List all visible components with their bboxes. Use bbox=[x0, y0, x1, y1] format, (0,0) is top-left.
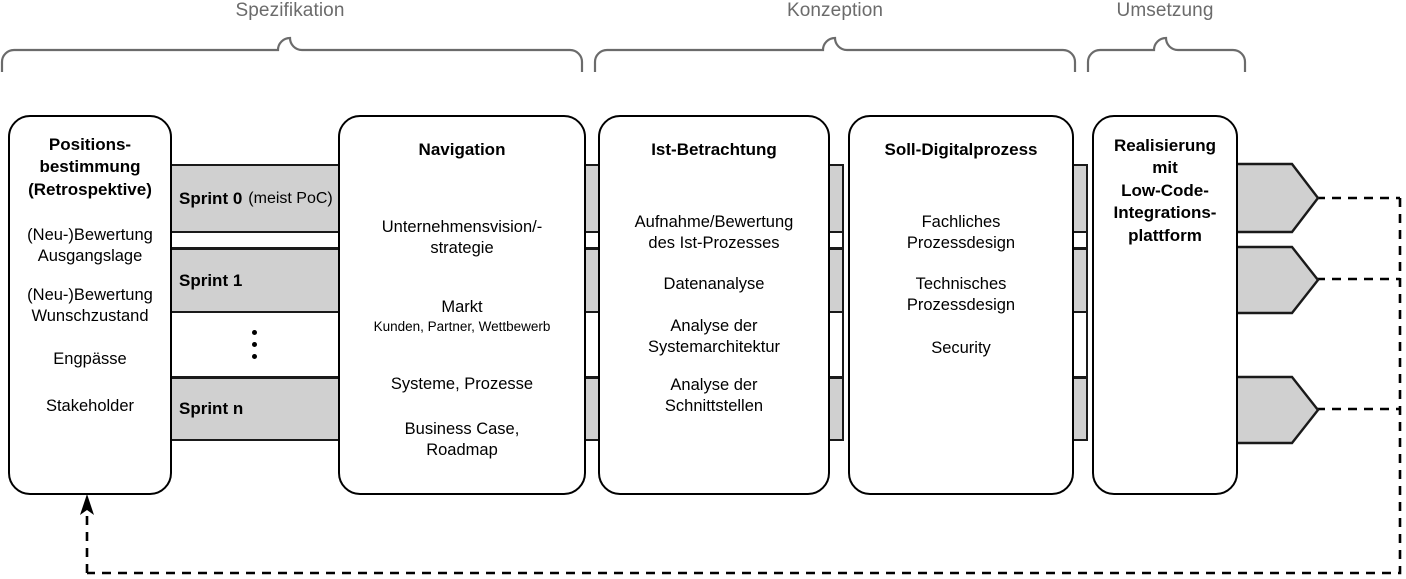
item-business-case-roadmap: Business Case, Roadmap bbox=[404, 420, 520, 460]
output-arrow-2 bbox=[1236, 375, 1320, 445]
vertical-ellipsis-icon bbox=[251, 330, 257, 359]
phase-box-soll-digitalprozess-title: Soll-Digitalprozess bbox=[884, 140, 1038, 159]
phase-box-soll-digitalprozess[interactable]: Soll-Digitalprozess Fachliches Prozessde… bbox=[848, 115, 1074, 495]
item-systeme-prozesse: Systeme, Prozesse bbox=[390, 375, 534, 394]
item-markt: Markt Kunden, Partner, Wettbewerb bbox=[340, 276, 584, 357]
sprint-row-1[interactable]: Sprint 1 bbox=[168, 248, 340, 313]
feedback-arrow-head bbox=[80, 494, 94, 515]
phase-box-ist-betrachtung[interactable]: Ist-Betrachtung Aufnahme/Bewertung des I… bbox=[598, 115, 830, 495]
phase-box-navigation-title: Navigation bbox=[418, 140, 506, 159]
phase-box-positionsbestimmung-items: (Neu-)Bewertung Ausgangslage (Neu-)Bewer… bbox=[10, 225, 170, 417]
sprint-ladder: Sprint 0 (meist PoC) Sprint 1 Sprint n bbox=[168, 155, 340, 455]
output-arrow-1 bbox=[1236, 245, 1320, 315]
item-analyse-schnittstellen: Analyse der Schnittstellen bbox=[664, 375, 764, 415]
phase-label-konzeption: Konzeption bbox=[786, 0, 884, 21]
sprint-row-n[interactable]: Sprint n bbox=[168, 377, 340, 441]
item-aufnahme-bewertung: Aufnahme/Bewertung des Ist-Prozesses bbox=[634, 213, 794, 253]
sprint-row-0[interactable]: Sprint 0 (meist PoC) bbox=[168, 164, 340, 233]
item-neubewertung-wunschzustand: (Neu-)Bewertung Wunschzustand bbox=[27, 286, 153, 326]
sprint-row-0-label: Sprint 0 bbox=[179, 188, 243, 208]
item-analyse-systemarchitektur: Analyse der Systemarchitektur bbox=[647, 317, 781, 357]
item-technisches-prozessdesign: Technisches Prozessdesign bbox=[906, 275, 1016, 315]
item-stakeholder: Stakeholder bbox=[45, 396, 135, 415]
phase-label-umsetzung: Umsetzung bbox=[1116, 0, 1214, 21]
phase-box-navigation-items: Unternehmensvision/- strategie Markt Kun… bbox=[340, 217, 584, 461]
sprint-row-1-label: Sprint 1 bbox=[179, 270, 243, 290]
item-markt-sub: Kunden, Partner, Wettbewerb bbox=[373, 319, 551, 335]
item-engpaesse: Engpässe bbox=[53, 350, 127, 369]
sprint-row-0-note: (meist PoC) bbox=[248, 189, 333, 207]
phase-box-positionsbestimmung-title: Positions- bestimmung (Retrospektive) bbox=[28, 135, 152, 199]
sprint-gap-0 bbox=[168, 231, 340, 249]
phase-box-realisierung-title: Realisierung mit Low-Code- Integrations-… bbox=[1113, 136, 1217, 245]
item-unternehmensvision: Unternehmensvision/- strategie bbox=[381, 218, 543, 258]
brace-spezifikation bbox=[0, 36, 584, 72]
brace-umsetzung bbox=[1086, 36, 1247, 72]
item-security: Security bbox=[931, 339, 991, 358]
phase-box-navigation[interactable]: Navigation Unternehmensvision/- strategi… bbox=[338, 115, 586, 495]
phase-box-positionsbestimmung[interactable]: Positions- bestimmung (Retrospektive) (N… bbox=[8, 115, 172, 495]
phase-box-soll-digitalprozess-items: Fachliches Prozessdesign Technisches Pro… bbox=[850, 212, 1072, 360]
item-markt-main: Markt bbox=[441, 298, 483, 317]
phase-box-ist-betrachtung-title: Ist-Betrachtung bbox=[651, 140, 777, 159]
output-arrow-0 bbox=[1236, 162, 1320, 234]
phase-box-realisierung[interactable]: Realisierung mit Low-Code- Integrations-… bbox=[1092, 115, 1238, 495]
item-fachliches-prozessdesign: Fachliches Prozessdesign bbox=[906, 213, 1016, 253]
phase-box-ist-betrachtung-items: Aufnahme/Bewertung des Ist-Prozesses Dat… bbox=[600, 212, 828, 417]
sprint-row-ellipsis bbox=[168, 311, 340, 378]
brace-konzeption bbox=[593, 36, 1077, 72]
item-datenanalyse: Datenanalyse bbox=[663, 275, 765, 294]
item-neubewertung-ausgangslage: (Neu-)Bewertung Ausgangslage bbox=[27, 226, 153, 266]
phase-label-spezifikation: Spezifikation bbox=[235, 0, 345, 21]
sprint-row-n-label: Sprint n bbox=[179, 399, 244, 418]
